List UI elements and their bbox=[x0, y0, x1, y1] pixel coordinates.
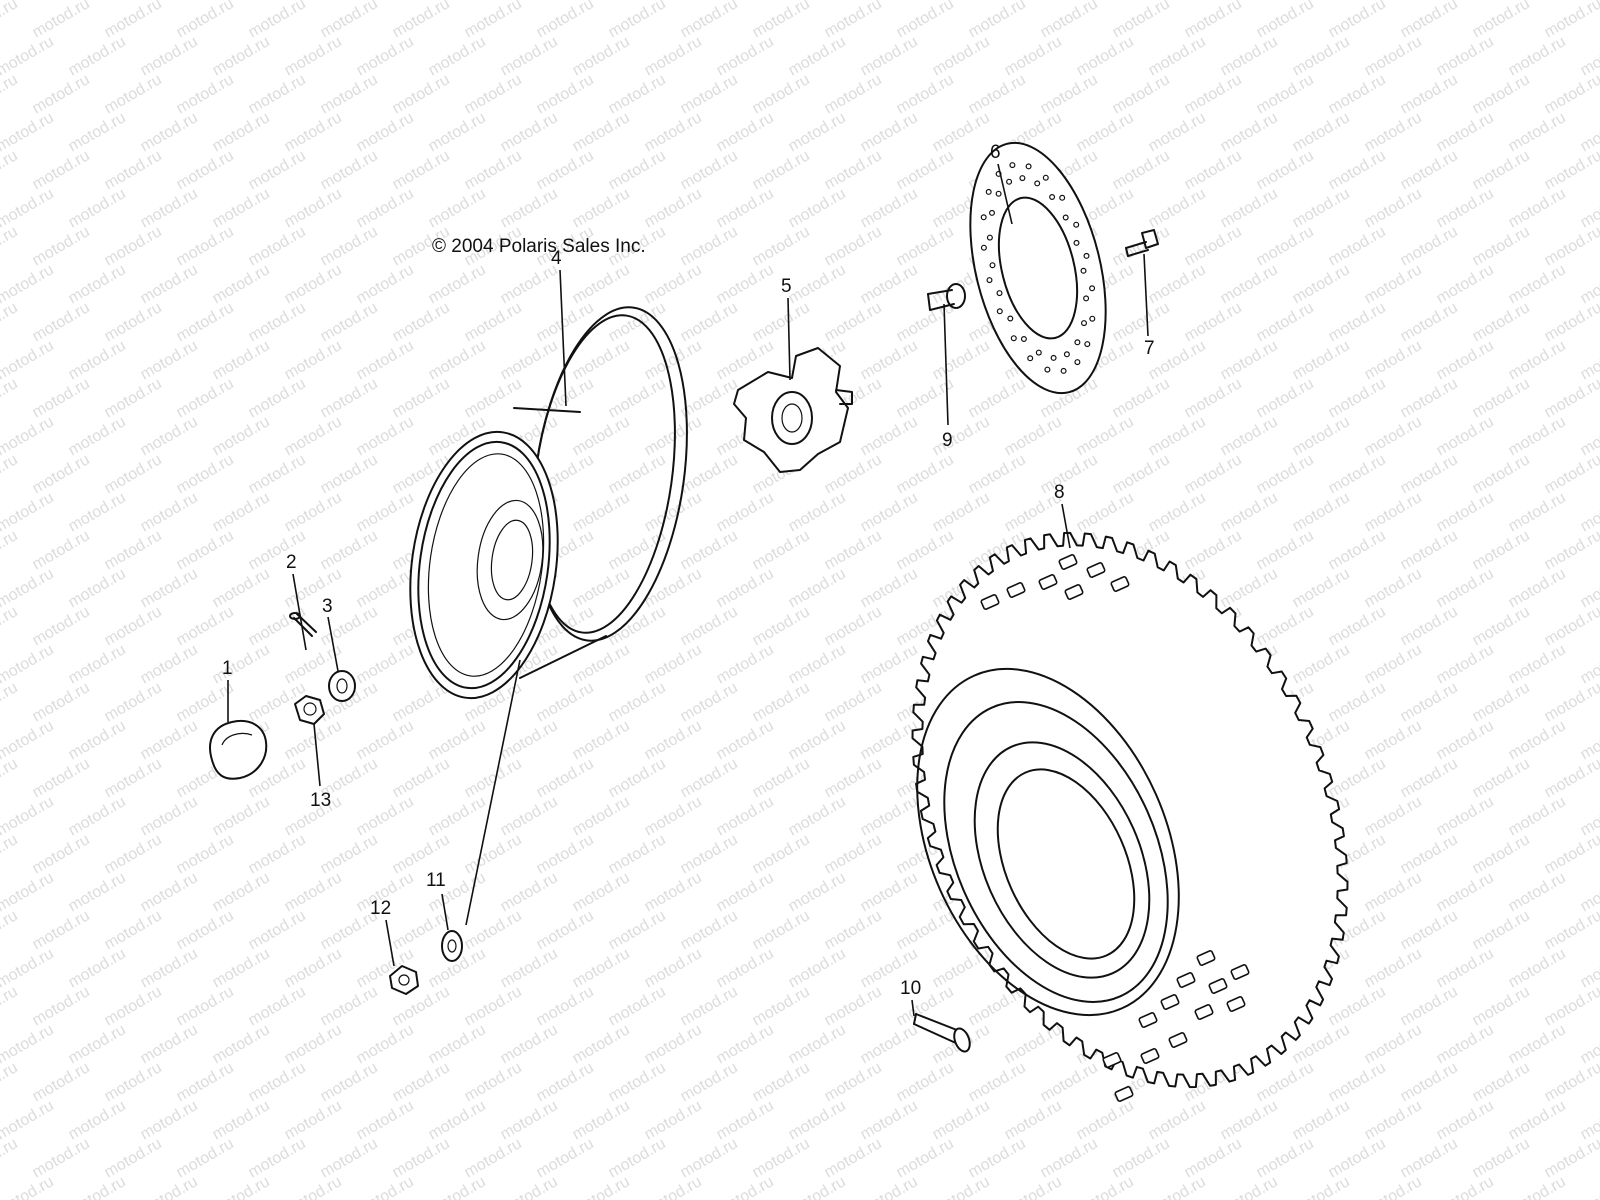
callout-7: 7 bbox=[1144, 338, 1155, 359]
disc-hole bbox=[1080, 267, 1087, 274]
callout-12: 12 bbox=[370, 898, 391, 919]
disc-hole bbox=[1083, 295, 1090, 302]
tread-block bbox=[1038, 574, 1058, 590]
tread-block bbox=[1058, 554, 1078, 570]
disc-hole bbox=[1073, 221, 1080, 228]
disc-holes bbox=[980, 162, 1096, 374]
callout-6: 6 bbox=[990, 142, 1001, 163]
callout-13: 13 bbox=[310, 790, 331, 811]
disc-hole bbox=[1035, 349, 1042, 356]
tread-block bbox=[1064, 584, 1084, 600]
lug-washer bbox=[441, 930, 463, 962]
tread-block bbox=[1226, 996, 1246, 1012]
disc-hole bbox=[1025, 163, 1032, 170]
washer bbox=[328, 670, 356, 702]
tread-block bbox=[1102, 1052, 1122, 1068]
disc-hole bbox=[980, 214, 987, 221]
disc-hole bbox=[1063, 351, 1070, 358]
tread-block bbox=[1194, 1004, 1214, 1020]
disc-hole bbox=[985, 188, 992, 195]
disc-hole bbox=[1009, 162, 1016, 169]
disc-hole bbox=[1027, 355, 1034, 362]
wheel-hub bbox=[733, 347, 853, 473]
tread-block bbox=[1114, 1086, 1134, 1102]
disc-hole bbox=[1084, 341, 1091, 348]
tread-block bbox=[1006, 582, 1026, 598]
disc-hole bbox=[1034, 180, 1041, 187]
brake-disc bbox=[969, 141, 1107, 395]
tread-block bbox=[1208, 978, 1228, 994]
disc-hole bbox=[1049, 194, 1056, 201]
callout-2: 2 bbox=[286, 552, 297, 573]
disc-hole bbox=[996, 290, 1003, 297]
callout-11: 11 bbox=[426, 870, 446, 891]
callout-leaders bbox=[227, 163, 1149, 1017]
disc-hole bbox=[1020, 336, 1027, 343]
tire bbox=[911, 531, 1349, 1102]
tread-blocks bbox=[980, 554, 1250, 1102]
disc-hole bbox=[996, 308, 1003, 315]
disc-hole bbox=[1044, 366, 1051, 373]
disc-hole bbox=[1042, 174, 1049, 181]
tread-block bbox=[1138, 1012, 1158, 1028]
disc-hole bbox=[1006, 178, 1013, 185]
disc-hole bbox=[986, 277, 993, 284]
callout-10: 10 bbox=[900, 978, 921, 999]
disc-hole bbox=[980, 244, 987, 251]
disc-hole bbox=[1083, 252, 1090, 259]
valve-stem bbox=[913, 1013, 971, 1053]
disc-hole bbox=[1074, 339, 1081, 346]
wheel-rim bbox=[409, 306, 688, 700]
copyright-notice: © 2004 Polaris Sales Inc. bbox=[432, 236, 646, 257]
lug-nut bbox=[389, 965, 419, 995]
callout-8: 8 bbox=[1054, 482, 1065, 503]
callout-5: 5 bbox=[781, 276, 792, 297]
tread-block bbox=[1196, 950, 1216, 966]
disc-hole bbox=[1007, 315, 1014, 322]
callout-1: 1 bbox=[222, 658, 233, 679]
disc-hole bbox=[1059, 194, 1066, 201]
tread-block bbox=[980, 594, 1000, 610]
wheel-stud bbox=[927, 283, 966, 311]
tread-block bbox=[1086, 562, 1106, 578]
disc-hole bbox=[1050, 354, 1057, 361]
disc-hole bbox=[1089, 315, 1096, 322]
disc-hole bbox=[1019, 175, 1026, 182]
tread-block bbox=[1230, 964, 1250, 980]
callout-9: 9 bbox=[942, 430, 953, 451]
tread-block bbox=[1160, 994, 1180, 1010]
disc-bolt bbox=[1125, 229, 1159, 257]
tread-block bbox=[1110, 576, 1130, 592]
callout-3: 3 bbox=[322, 596, 333, 617]
disc-hole bbox=[1010, 335, 1017, 342]
disc-hole bbox=[989, 262, 996, 269]
disc-hole bbox=[1089, 285, 1096, 292]
disc-hole bbox=[1062, 214, 1069, 221]
castle-nut bbox=[294, 695, 325, 725]
disc-hole bbox=[988, 209, 995, 216]
tread-block bbox=[1140, 1048, 1160, 1064]
hub-cap bbox=[209, 720, 268, 780]
callout-4: 4 bbox=[551, 248, 562, 269]
disc-hole bbox=[1074, 359, 1081, 366]
callout-labels: 1 2 3 4 5 6 7 8 9 10 11 12 13 bbox=[222, 142, 1155, 999]
disc-hole bbox=[1073, 239, 1080, 246]
tread-block bbox=[1176, 972, 1196, 988]
disc-hole bbox=[1080, 320, 1087, 327]
disc-hole bbox=[986, 234, 993, 241]
disc-hole bbox=[995, 190, 1002, 197]
tread-block bbox=[1168, 1032, 1188, 1048]
disc-hole bbox=[1060, 367, 1067, 374]
